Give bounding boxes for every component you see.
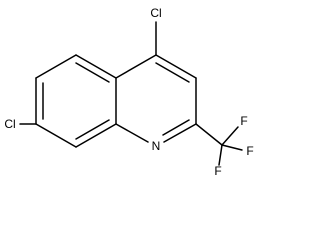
- bond-c8-c8a: [75, 123, 117, 148]
- bond-c2-n1: [163, 123, 197, 143]
- benzo-ring: [35, 54, 117, 148]
- bond-cf3-f-bottom: [218, 144, 223, 166]
- bond-c2-cf3: [195, 123, 223, 146]
- bond-c5-c6: [35, 54, 77, 79]
- bond-cf3-f-right: [221, 144, 243, 151]
- structure-diagram: Cl Cl N F F F: [4, 6, 253, 178]
- bond-c4a-c4: [115, 54, 157, 79]
- bond-n1-c8a: [115, 123, 149, 143]
- atom-label-cl-7: Cl: [4, 117, 15, 131]
- substituents: [19, 21, 243, 166]
- double-bond-c8-c8a: [75, 119, 110, 140]
- atom-label-f-top: F: [240, 114, 247, 128]
- atom-label-f-right: F: [246, 144, 253, 158]
- atom-label-cl-4: Cl: [150, 6, 161, 20]
- double-bond-c2-n1: [162, 119, 190, 136]
- bond-cf3-f-top: [221, 126, 239, 146]
- pyridine-ring: [115, 54, 197, 143]
- bond-c4-c3: [155, 54, 197, 79]
- molecule-svg: Cl Cl N F F F: [4, 6, 253, 178]
- bond-c4a-c5: [75, 54, 117, 79]
- atom-label-n-1: N: [152, 139, 161, 153]
- bond-c7-c8: [35, 123, 77, 148]
- double-bond-c4a-c5: [75, 62, 110, 83]
- double-bond-c4-c3: [155, 62, 190, 83]
- atom-label-f-bottom: F: [214, 164, 221, 178]
